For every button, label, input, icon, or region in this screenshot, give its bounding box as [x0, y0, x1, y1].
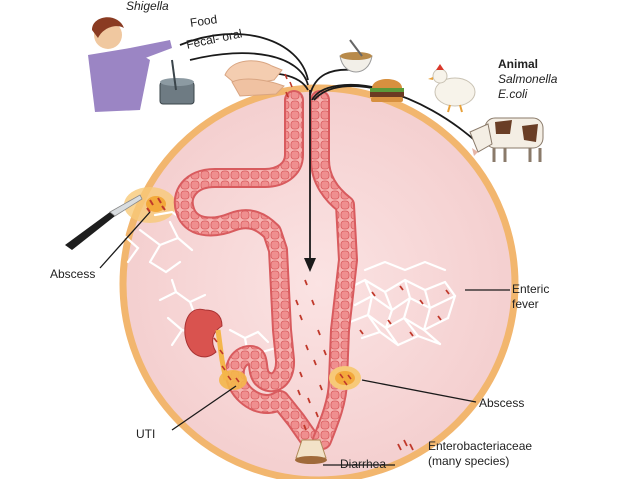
chicken-icon: [428, 64, 476, 113]
salmonella-label: Salmonella: [498, 72, 558, 86]
enteric-fever-label-line2: fever: [512, 297, 539, 311]
diarrhea-output: [295, 439, 327, 464]
bacteria-lumen: [295, 279, 327, 431]
label-leader-lines: [99, 211, 510, 466]
cow-icon: [469, 117, 544, 162]
uti-label: UTI: [136, 427, 156, 441]
bacteria-enteric-fever: [359, 285, 450, 337]
ecoli-label: E.coli: [498, 87, 528, 101]
abscess-right-site: [329, 366, 361, 390]
shigella-label: Shigella: [126, 0, 169, 13]
abscess-right-label: Abscess: [479, 396, 525, 410]
abscess-left-label: Abscess: [50, 267, 96, 281]
enteric-fever-label-line1: Enteric: [512, 282, 550, 296]
legend-label-line1: Enterobacteriaceae: [428, 439, 533, 453]
legend-bacteria-icon: [397, 439, 414, 451]
burger-icon: [370, 79, 404, 102]
diarrhea-label: Diarrhea: [340, 457, 387, 471]
animal-label: Animal: [498, 57, 539, 71]
legend-label-line2: (many species): [428, 454, 510, 468]
hands-icon: [224, 60, 293, 98]
person-cooking-icon: [88, 17, 195, 112]
tissue-network-right: [343, 260, 457, 347]
knife-icon: [65, 194, 143, 250]
uti-site: [219, 370, 247, 390]
soup-bowl-icon: [339, 39, 373, 73]
